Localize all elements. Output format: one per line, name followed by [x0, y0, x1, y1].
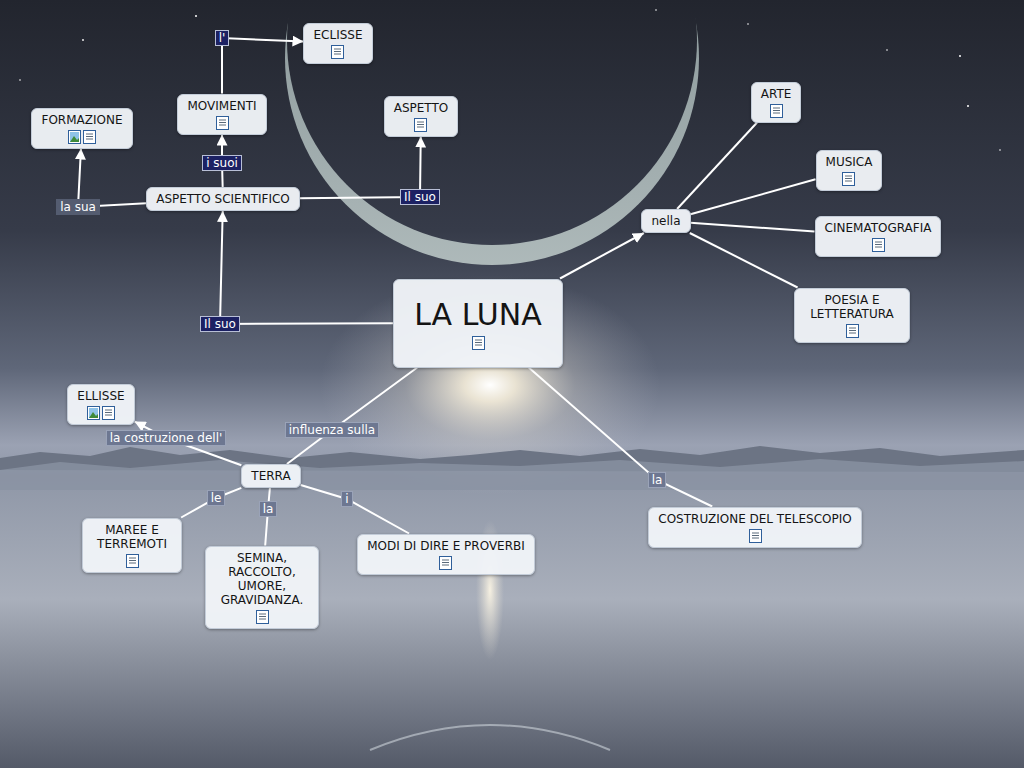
resource-icons — [842, 172, 855, 186]
concept-text: POESIA E LETTERATURA — [804, 293, 900, 321]
connector — [529, 368, 713, 507]
central-concept: LA LUNA — [393, 279, 563, 368]
resource-icons — [472, 336, 485, 350]
linking-phrase: la — [259, 501, 278, 517]
linking-phrase: influenza sulla — [285, 422, 379, 438]
connector — [677, 123, 757, 210]
document-icon — [331, 45, 344, 59]
concept-box: nella — [641, 209, 690, 233]
concept-box: TERRA — [241, 464, 300, 488]
concept-text: ASPETTO SCIENTIFICO — [156, 192, 290, 206]
resource-icons — [331, 45, 344, 59]
document-icon — [472, 336, 485, 350]
linking-phrase: la sua — [56, 199, 100, 215]
document-icon — [216, 116, 229, 130]
document-icon — [872, 238, 885, 252]
shore — [0, 459, 1024, 490]
connector — [691, 223, 815, 232]
concept-text: ASPETTO — [394, 101, 449, 115]
document-icon — [842, 172, 855, 186]
resource-icons — [770, 104, 783, 118]
image-icon — [68, 130, 81, 144]
document-icon — [102, 406, 115, 420]
concept-text: LA LUNA — [414, 297, 542, 333]
resource-icons — [749, 529, 762, 543]
resource-icons — [439, 556, 452, 570]
concept-text: ECLISSE — [313, 28, 362, 42]
image-icon — [87, 406, 100, 420]
concept-box: MODI DI DIRE E PROVERBI — [357, 534, 535, 575]
concept-box: COSTRUZIONE DEL TELESCOPIO — [648, 507, 861, 548]
concept-box: POESIA E LETTERATURA — [794, 288, 910, 343]
connector — [301, 485, 409, 534]
connector — [222, 38, 303, 94]
resource-icons — [872, 238, 885, 252]
document-icon — [770, 104, 783, 118]
concept-box: MOVIMENTI — [177, 94, 266, 135]
resource-icons — [126, 554, 139, 568]
moon-reflection — [370, 725, 610, 750]
resource-icons — [256, 610, 269, 624]
resource-icons — [846, 324, 859, 338]
concept-box: MUSICA — [816, 150, 883, 191]
linking-phrase: la — [648, 472, 667, 488]
connector — [560, 233, 644, 279]
concept-text: CINEMATOGRAFIA — [825, 221, 932, 235]
concept-text: FORMAZIONE — [41, 113, 122, 127]
concept-box: FORMAZIONE — [31, 108, 132, 149]
resource-icons — [87, 406, 115, 420]
concept-text: COSTRUZIONE DEL TELESCOPIO — [658, 512, 851, 526]
linking-phrase: Il suo — [200, 316, 240, 332]
document-icon — [439, 556, 452, 570]
concept-text: MUSICA — [826, 155, 873, 169]
document-icon — [846, 324, 859, 338]
concept-box: MAREE E TERREMOTI — [82, 518, 182, 573]
concept-text: ARTE — [761, 87, 792, 101]
document-icon — [83, 130, 96, 144]
connector — [220, 211, 393, 324]
linking-phrase: i suoi — [202, 155, 242, 171]
connector — [287, 368, 417, 465]
connector — [181, 488, 241, 518]
concept-text: MAREE E TERREMOTI — [92, 523, 172, 551]
linking-phrase: Il suo — [400, 189, 440, 205]
linking-phrase: le — [207, 490, 226, 506]
document-icon — [256, 610, 269, 624]
concept-text: SEMINA, RACCOLTO, UMORE, GRAVIDANZA. — [215, 551, 309, 607]
connector — [691, 179, 816, 214]
concept-text: MODI DI DIRE E PROVERBI — [367, 539, 525, 553]
concept-box: ARTE — [751, 82, 802, 123]
concept-box: ASPETTO SCIENTIFICO — [146, 187, 300, 211]
document-icon — [126, 554, 139, 568]
concept-text: MOVIMENTI — [187, 99, 256, 113]
linking-phrase: i — [341, 491, 352, 507]
concept-text: nella — [651, 214, 680, 228]
concept-box: ECLISSE — [303, 23, 372, 64]
linking-phrase: la costruzione dell' — [106, 430, 227, 446]
resource-icons — [414, 118, 427, 132]
concept-text: ELLISSE — [77, 389, 124, 403]
linking-phrase: l' — [215, 30, 230, 46]
concept-text: TERRA — [251, 469, 290, 483]
resource-icons — [68, 130, 96, 144]
concept-box: ASPETTO — [384, 96, 459, 137]
resource-icons — [216, 116, 229, 130]
connector — [690, 233, 798, 288]
document-icon — [749, 529, 762, 543]
document-icon — [414, 118, 427, 132]
concept-box: ELLISSE — [67, 384, 134, 425]
concept-box: CINEMATOGRAFIA — [815, 216, 942, 257]
concept-box: SEMINA, RACCOLTO, UMORE, GRAVIDANZA. — [205, 546, 319, 629]
